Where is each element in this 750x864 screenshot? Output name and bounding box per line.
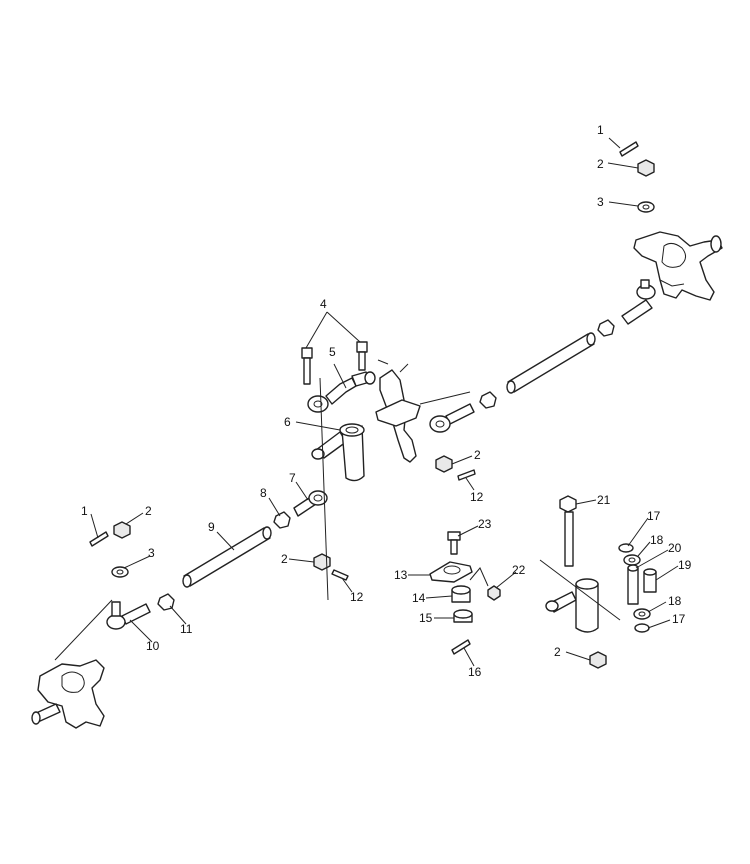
left-tie-tube: [182, 526, 272, 588]
bushing-18-upper: [623, 554, 641, 566]
bracket-13: [429, 561, 473, 583]
callout-2: 2: [554, 645, 561, 659]
callout-2: 2: [597, 157, 604, 171]
callout-8: 8: [260, 486, 267, 500]
callout-9: 9: [208, 520, 215, 534]
left-spindle: [31, 659, 105, 729]
callout-18: 18: [668, 594, 682, 608]
washer-17-upper: [618, 543, 634, 553]
callout-5: 5: [329, 345, 336, 359]
steering-arm: [311, 423, 365, 482]
callout-19: 19: [678, 558, 692, 572]
callout-7: 7: [289, 471, 296, 485]
bushing-18-lower: [633, 608, 651, 620]
callout-15: 15: [419, 611, 433, 625]
left-tie-rod-end: [106, 601, 151, 630]
callout-16: 16: [468, 665, 482, 679]
callout-22: 22: [512, 563, 526, 577]
callout-23: 23: [478, 517, 492, 531]
left-jam-nut-8: [273, 511, 291, 529]
drag-link: [307, 371, 376, 413]
left-inner-tie-rod-end: [293, 490, 328, 517]
callout-1: 1: [81, 504, 88, 518]
right-tie-rod-end: [621, 279, 656, 325]
nut-2-top-right: [637, 159, 655, 177]
pin-20: [627, 564, 639, 605]
callout-13: 13: [394, 568, 408, 582]
nut-22: [487, 585, 501, 601]
cotter-pin-12-upper: [457, 469, 476, 481]
right-spindle: [633, 231, 723, 301]
cotter-pin-16: [451, 639, 471, 655]
callout-12: 12: [470, 490, 484, 504]
bracket-phantom-line: [469, 567, 489, 587]
callout-labels: 1 2 3 4 5 6 2 12 7 8 1 2 9 3 2 12 11 10 …: [81, 123, 692, 679]
cotter-pin-12-lower: [331, 569, 349, 581]
callout-17: 17: [647, 509, 661, 523]
callout-11: 11: [180, 622, 193, 636]
callout-2: 2: [474, 448, 481, 462]
right-jam-nut: [597, 319, 615, 337]
nut-2-center: [435, 455, 453, 473]
center-jam-nut: [479, 391, 497, 409]
leader-lines: [54, 137, 679, 667]
callout-1: 1: [597, 123, 604, 137]
right-tie-tube: [506, 332, 596, 394]
bolt-right: [356, 341, 368, 371]
washer-3-top-right: [637, 201, 655, 213]
callout-14: 14: [412, 591, 426, 605]
callout-18: 18: [650, 533, 664, 547]
bolt-21: [559, 495, 577, 567]
nut-2-lower-center: [313, 553, 331, 571]
bushing-15: [453, 609, 473, 623]
bolt-left: [301, 347, 313, 385]
pivot-arm: [545, 578, 599, 633]
steering-column-bracket: [375, 359, 421, 463]
callout-2: 2: [281, 552, 288, 566]
washer-3-left: [111, 566, 129, 578]
callout-21: 21: [597, 493, 611, 507]
cotter-pin-top-right: [619, 141, 639, 157]
right-inner-tie-rod-end: [429, 403, 475, 433]
bushing-14: [451, 585, 471, 603]
nut-2-bottom-right: [589, 651, 607, 669]
washer-17-lower: [634, 623, 650, 633]
nut-2-left: [113, 521, 131, 539]
callout-12: 12: [350, 590, 364, 604]
bolt-23: [447, 531, 461, 555]
callout-20: 20: [668, 541, 682, 555]
callout-17: 17: [672, 612, 686, 626]
callout-3: 3: [148, 546, 155, 560]
callout-4: 4: [320, 297, 327, 311]
spacer-19: [643, 568, 657, 593]
cotter-pin-left: [89, 531, 109, 547]
callout-6: 6: [284, 415, 291, 429]
callout-2: 2: [145, 504, 152, 518]
callout-3: 3: [597, 195, 604, 209]
callout-10: 10: [146, 639, 160, 653]
